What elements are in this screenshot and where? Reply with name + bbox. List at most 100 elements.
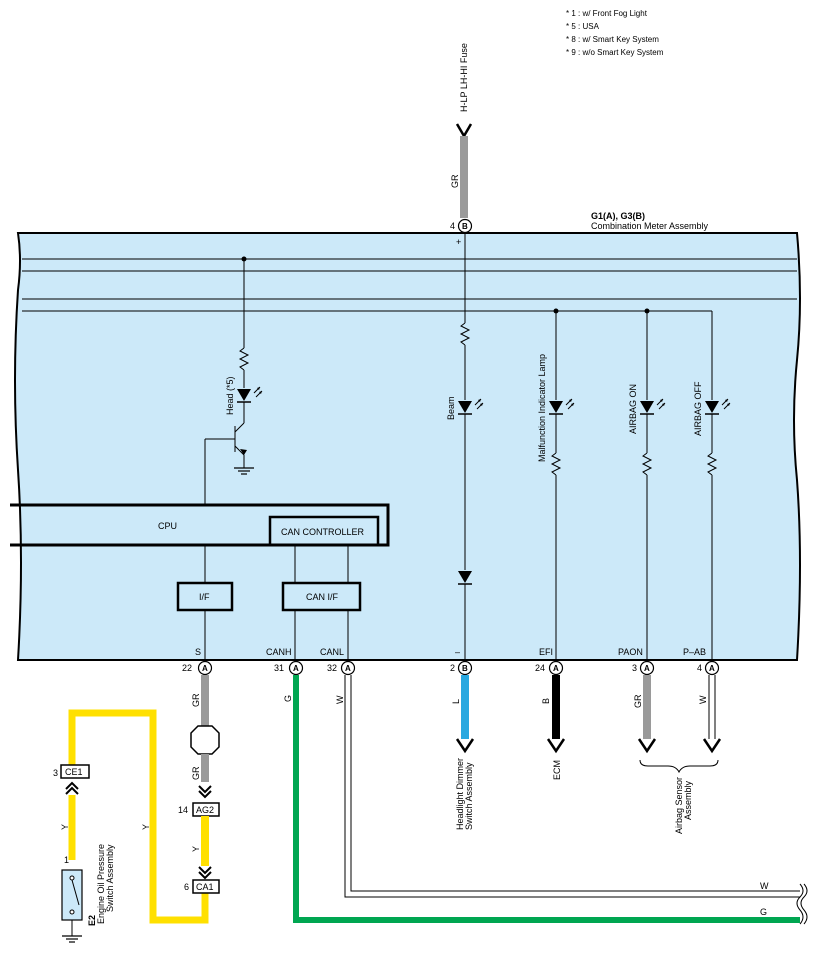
pin-conn-22: A [202,664,208,673]
switch-pin: 1 [64,855,69,865]
pin-num-4: 4 [697,663,702,673]
head-lamp-circuit [204,259,250,505]
ag2-chevron-icon [198,785,212,794]
top-pin-polarity: + [456,237,461,247]
pin-sig-minus: – [455,647,460,657]
pin-sig-canl: CANL [320,647,344,657]
wire-y-left: Y [60,824,70,830]
wire-canl-color: W [335,695,345,704]
ce1-chevron-icon [65,781,79,790]
meter-connector-label: G1(A), G3(B) [591,211,645,221]
wire-canh-green [293,675,800,923]
wire-fuse [460,136,468,218]
pin-num-22: 22 [182,663,192,673]
cpu-label: CPU [158,521,177,531]
wire-yellow-loop [68,709,209,924]
ce1-pin: 3 [53,768,58,778]
bus-g-label: G [760,907,767,917]
ca1-box [192,879,220,894]
top-pin-number: 4 [450,221,455,231]
airbag-off-label: AIRBAG OFF [693,381,703,436]
pin-sig-canh: CANH [266,647,292,657]
ca1-chevron-icon [198,866,212,875]
airbag-arrow-icon [637,738,657,754]
wire-beam-blue [461,675,469,739]
airbag-on-label: AIRBAG ON [628,384,638,434]
note-5: * 5 : USA [566,22,600,31]
wire-canl-white-b [350,675,800,892]
switch-name-2: Switch Assembly [105,844,115,912]
pin-num-24: 24 [535,663,545,673]
pin-num-2: 2 [450,663,455,673]
note-8: * 8 : w/ Smart Key System [566,35,659,44]
splice-octagon-icon [190,725,220,755]
pin-sig-efi: EFI [539,647,553,657]
airbag-off-circuit [706,311,718,660]
pin-num-3: 3 [632,663,637,673]
dest-headlight-2: Switch Assembly [464,762,474,830]
wire-ag2-color: Y [191,846,201,852]
combination-meter-panel [14,232,801,661]
beam-circuit [459,232,471,660]
pin-conn-4: A [709,664,715,673]
dest-ecm: ECM [552,760,562,780]
headlight-arrow-icon [455,738,475,754]
wire-paon-color: GR [633,694,643,708]
beam-diode-icon [458,571,472,583]
wire-s-color-2: GR [191,766,201,780]
dest-headlight-1: Headlight Dimmer [455,758,465,830]
fuse-connector-icon [455,123,473,139]
break-symbol-icon [796,883,804,925]
dest-airbag-2: Assembly [683,780,693,820]
ce1-name: CE1 [65,767,83,777]
wire-canl-white-a [344,675,800,898]
pin-conn-32: A [345,664,351,673]
pin-conn-3: A [644,664,650,673]
wire-s-color: GR [191,693,201,707]
wire-s-gr [201,675,209,727]
mil-label: Malfunction Indicator Lamp [537,354,547,462]
ce1-box [60,764,90,779]
switch-name-1: Engine Oil Pressure [96,844,106,924]
pin-num-32: 32 [327,663,337,673]
beam-label: Beam [446,396,456,420]
wire-ag2-ca1 [201,816,209,866]
pin-num-31: 31 [274,663,284,673]
top-pin-conn: B [462,222,468,231]
ag2-name: AG2 [196,805,214,815]
bottom-pins: 22 A 31 A 32 A 2 B 24 A 3 A 4 A [182,660,720,676]
pin-conn-2: B [462,664,468,673]
ca1-name: CA1 [196,882,214,892]
switch-code: E2 [87,915,97,926]
head-lamp-label: Head (*5) [225,376,235,415]
wire-beam-color: L [451,699,461,704]
ca1-pin: 6 [184,882,189,892]
bus-w-label: W [760,881,769,891]
can-controller-box [268,515,380,547]
pin-conn-31: A [293,664,299,673]
can-if-label: CAN I/F [306,592,339,602]
interface-lines [204,545,349,660]
note-1: * 1 : w/ Front Fog Light [566,9,648,18]
can-if-box [281,581,362,612]
fuse-label: H-LP LH-HI Fuse [459,43,469,112]
airbag-on-circuit [641,311,653,660]
pin-sig-paon: PAON [618,647,643,657]
airbag-off-arrow-icon [702,738,722,754]
wire-paon-gray [643,675,651,739]
wire-efi-color: B [541,698,551,704]
pin-sig-s: S [195,647,201,657]
transistor-arrow-icon [240,449,247,455]
wire-canh-color: G [283,695,293,702]
airbag-brace [639,759,719,774]
pin-conn-24: A [553,664,559,673]
wire-y-mid: Y [141,824,151,830]
meter-name: Combination Meter Assembly [591,221,709,231]
cpu-box [10,503,390,547]
can-controller-label: CAN CONTROLLER [281,527,365,537]
wire-pab-color: W [698,695,708,704]
note-9: * 9 : w/o Smart Key System [566,48,664,57]
dest-airbag-1: Airbag Sensor [674,777,684,834]
notes: * 1 : w/ Front Fog Light * 5 : USA * 8 :… [566,9,664,57]
